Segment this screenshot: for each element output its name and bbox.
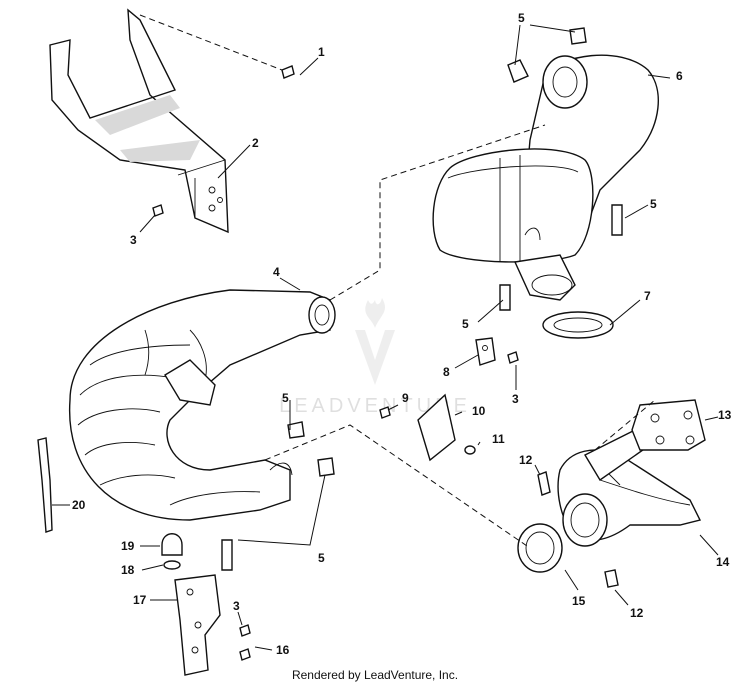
washer-part	[163, 560, 181, 570]
callout-13: 13	[718, 408, 732, 422]
callout-8: 8	[443, 365, 450, 379]
exhaust-seal-ring-part	[517, 523, 563, 573]
callout-16: 16	[276, 643, 290, 657]
leadventure-watermark-logo	[355, 298, 395, 385]
clip-part	[475, 337, 496, 366]
callout-3: 3	[512, 392, 519, 406]
expansion-chamber-pipe-part	[68, 289, 336, 521]
callout-14: 14	[716, 555, 730, 569]
leader-lines	[52, 24, 719, 651]
callout-labels: 1 2 3 4 5 5 5 5 6 7 8 3 9 10 11 12 13 12…	[72, 11, 732, 657]
strap-part	[37, 437, 53, 533]
callout-1: 1	[318, 45, 325, 59]
footer-credit: Rendered by LeadVenture, Inc.	[291, 668, 459, 682]
callout-5: 5	[282, 391, 289, 405]
rubber-mount-part	[161, 533, 183, 556]
callout-5: 5	[650, 197, 657, 211]
callout-12: 12	[630, 606, 644, 620]
bolt-parts	[152, 65, 619, 661]
callout-17: 17	[133, 593, 147, 607]
callout-15: 15	[572, 594, 586, 608]
callout-12: 12	[519, 453, 533, 467]
callout-5: 5	[318, 551, 325, 565]
mounting-bracket-part	[49, 8, 229, 234]
callout-2: 2	[252, 136, 259, 150]
callout-20: 20	[72, 498, 86, 512]
callout-19: 19	[121, 539, 135, 553]
watermark-text: LEADVENTURE	[279, 395, 471, 417]
callout-7: 7	[644, 289, 651, 303]
spring-parts	[221, 27, 623, 571]
exhaust-manifold-part	[557, 429, 702, 547]
callout-3: 3	[130, 233, 137, 247]
callout-10: 10	[472, 404, 486, 418]
callout-9: 9	[402, 391, 409, 405]
callout-11: 11	[492, 432, 505, 446]
callout-5: 5	[462, 317, 469, 331]
callout-18: 18	[121, 563, 135, 577]
manifold-gasket-part	[631, 399, 706, 451]
lower-bracket-part	[174, 574, 221, 676]
callout-3: 3	[233, 599, 240, 613]
callout-5: 5	[518, 11, 525, 25]
callout-4: 4	[273, 265, 280, 279]
heat-shield-plate-part	[417, 393, 456, 462]
callout-6: 6	[676, 69, 683, 83]
assembly-lines	[139, 14, 656, 549]
silencer-muffler-part	[432, 54, 659, 301]
rubber-grommet-part	[542, 311, 614, 339]
